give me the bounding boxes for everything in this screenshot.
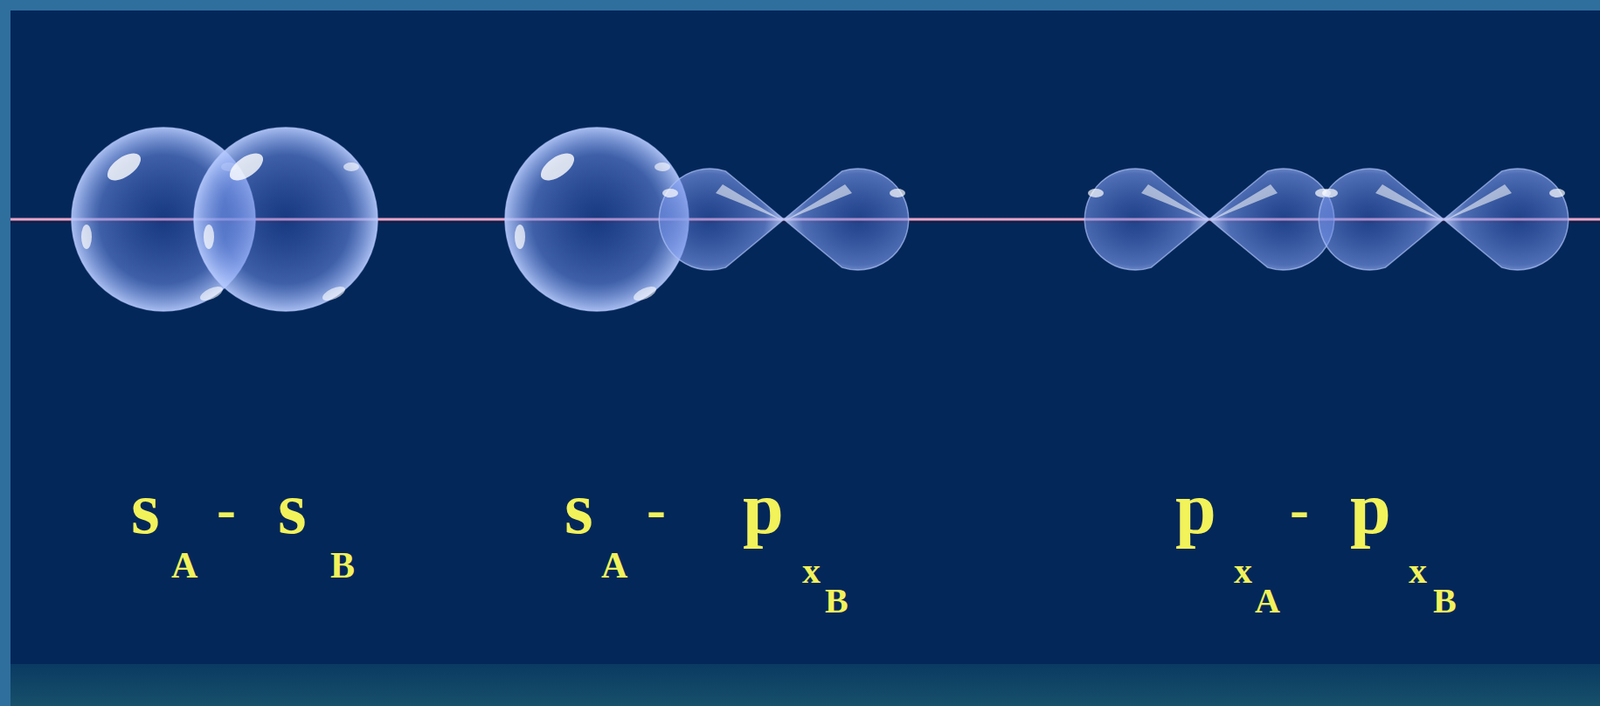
orbital-letter-holder: p [742, 471, 784, 546]
axis-subscript-holder: x [1408, 552, 1427, 589]
overlap-dash: - [1289, 480, 1310, 539]
orbital-letter: p [1350, 471, 1392, 546]
orbital-letter: s [277, 471, 307, 546]
atom-subscript-holder: A [1254, 583, 1281, 619]
axis-subscript: x [1233, 552, 1253, 589]
orbital-letter-holder: s [277, 471, 307, 546]
overlap-dash-holder: - [646, 480, 666, 539]
atom-subscript-holder: A [601, 547, 628, 584]
orbital-letter: s [564, 471, 594, 546]
atom-subscript-holder: B [1433, 583, 1457, 619]
axis-subscript-holder: x [1233, 552, 1253, 589]
atom-subscript: B [824, 583, 849, 619]
atom-subscript: A [171, 547, 198, 584]
orbital-letter: s [131, 471, 160, 546]
axis-subscript: x [802, 552, 821, 589]
p-lobe [658, 168, 784, 271]
atom-subscript: A [601, 547, 628, 584]
orbital-letter-holder: s [131, 471, 160, 546]
atom-subscript-holder: B [824, 583, 849, 619]
overlap-dash-holder: - [216, 480, 236, 539]
orbital-letter-holder: s [564, 471, 594, 546]
s-orbital [193, 127, 378, 312]
p-lobe [1318, 168, 1444, 271]
atom-subscript: B [1433, 583, 1457, 619]
p-lobe [783, 168, 909, 271]
orbital-letter-holder: p [1350, 471, 1392, 546]
bottom-band [10, 664, 1600, 706]
axis-subscript-holder: x [802, 552, 821, 589]
background [10, 10, 1600, 706]
overlap-dash: - [216, 480, 236, 539]
overlap-dash-holder: - [1289, 480, 1310, 539]
p-lobe [1209, 168, 1335, 271]
overlap-dash: - [646, 480, 666, 539]
atom-subscript-holder: B [330, 547, 355, 584]
atom-subscript: A [1254, 583, 1281, 619]
orbital-letter: p [742, 471, 784, 546]
orbital-letter-holder: p [1175, 471, 1217, 546]
p-lobe [1443, 168, 1569, 271]
axis-subscript: x [1408, 552, 1427, 589]
orbital-letter: p [1175, 471, 1217, 546]
atom-subscript: B [330, 547, 355, 584]
atom-subscript-holder: A [171, 547, 198, 584]
p-lobe [1084, 168, 1210, 271]
